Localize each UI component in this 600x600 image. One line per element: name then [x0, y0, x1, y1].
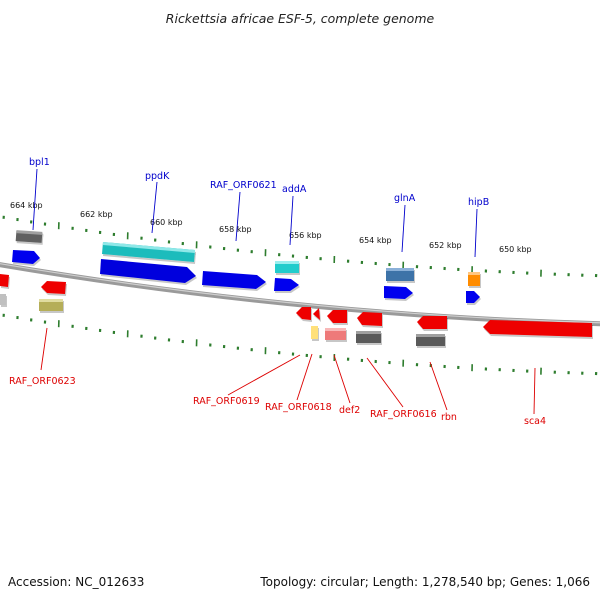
forward-leader-lines — [32, 168, 478, 258]
genome-backbone — [0, 262, 600, 327]
gene-label-RAF_ORF0623[interactable]: RAF_ORF0623 — [9, 376, 76, 387]
feature-box-RAF_ORF0618[interactable] — [311, 326, 318, 339]
ruler-label-658: 658 kbp — [219, 225, 252, 234]
ruler-label-656: 656 kbp — [289, 231, 322, 240]
gene-label-sca4[interactable]: sca4 — [524, 416, 546, 427]
genome-summary-text: Topology: circular; Length: 1,278,540 bp… — [260, 575, 590, 589]
gene-label-RAF_ORF0619[interactable]: RAF_ORF0619 — [193, 396, 260, 407]
forward-arrow-ppdK[interactable] — [100, 259, 196, 283]
ruler-label-664: 664 kbp — [10, 201, 43, 210]
gene-label-RAF_ORF0621[interactable]: RAF_ORF0621 — [210, 180, 277, 191]
reverse-arrow-sca4[interactable] — [483, 320, 592, 337]
ruler-label-654: 654 kbp — [359, 236, 392, 245]
feature-box-hipB[interactable] — [468, 272, 480, 286]
forward-arrow-hipB[interactable] — [466, 291, 480, 303]
gene-label-ppdK[interactable]: ppdK — [145, 171, 170, 182]
gene-label-addA[interactable]: addA — [282, 184, 307, 195]
accession-text: Accession: NC_012633 — [8, 575, 145, 589]
reverse-arrow-RAF_ORF0618[interactable] — [313, 308, 320, 320]
forward-arrow-glnA[interactable] — [384, 286, 413, 299]
ruler-label-660: 660 kbp — [150, 218, 183, 227]
map-title: Rickettsia africae ESF-5, complete genom… — [165, 11, 435, 26]
gene-label-glnA[interactable]: glnA — [394, 193, 416, 204]
reverse-arrow-RAF_ORF0619[interactable] — [296, 307, 311, 320]
feature-box-glnA[interactable] — [386, 268, 414, 281]
gene-label-bpl1[interactable]: bpl1 — [29, 157, 50, 168]
forward-arrow-bpl1[interactable] — [12, 250, 40, 264]
ruler-label-662: 662 kbp — [80, 210, 113, 219]
outer-tick-marks — [2, 215, 598, 278]
feature-box-left-edge[interactable] — [0, 294, 6, 305]
gene-label-RAF_ORF0616[interactable]: RAF_ORF0616 — [370, 409, 437, 420]
inner-tick-marks — [2, 313, 598, 376]
gene-label-hipB[interactable]: hipB — [468, 197, 489, 208]
reverse-arrow-left-edge[interactable] — [0, 274, 9, 287]
gene-label-def2[interactable]: def2 — [339, 405, 360, 416]
ruler-label-652: 652 kbp — [429, 241, 462, 250]
forward-arrow-addA[interactable] — [274, 278, 299, 291]
gene-label-RAF_ORF0618[interactable]: RAF_ORF0618 — [265, 402, 332, 413]
reverse-arrow-RAF_ORF0616[interactable] — [357, 312, 382, 326]
gene-label-rbn[interactable]: rbn — [441, 412, 457, 423]
reverse-arrow-rbn[interactable] — [417, 316, 447, 329]
reverse-arrow-RAF_ORF0623[interactable] — [41, 281, 66, 294]
reverse-arrow-def2[interactable] — [327, 310, 347, 323]
reverse-leader-lines — [40, 327, 536, 415]
forward-arrow-RAF_ORF0621[interactable] — [202, 271, 266, 289]
feature-box-ppdK[interactable] — [102, 242, 195, 262]
ruler-label-650: 650 kbp — [499, 245, 532, 254]
